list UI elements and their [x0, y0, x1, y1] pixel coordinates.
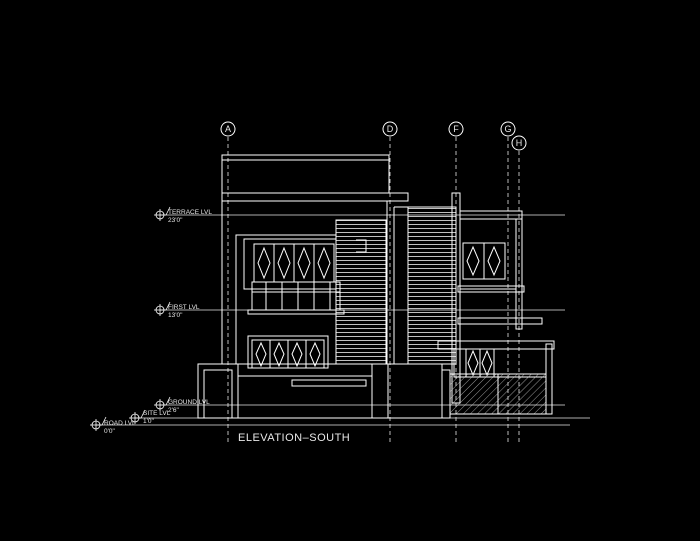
level-marker-first: [154, 301, 171, 316]
grid-bubble-a: [220, 121, 236, 137]
grid-bubble-h: [511, 135, 527, 151]
level-markers: [90, 206, 171, 431]
grid-bubbles: [220, 121, 527, 151]
grid-label-d: D: [387, 124, 394, 134]
grid-bubble-f: [448, 121, 464, 137]
level-name-road: ROAD LVL: [104, 420, 136, 427]
drawing-title: ELEVATION–SOUTH: [238, 432, 350, 444]
level-marker-terrace: [154, 206, 171, 221]
level-marker-site: [129, 409, 146, 424]
level-marker-road: [90, 416, 107, 431]
grid-bubble-g: [500, 121, 516, 137]
level-name-ground: GROUND LVL: [168, 399, 210, 406]
level-value-ground: 2'6": [168, 407, 179, 414]
level-value-terrace: 23'0": [168, 217, 183, 224]
level-name-first: FIRST LVL: [168, 304, 200, 311]
grid-bubble-d: [382, 121, 398, 137]
grid-label-a: A: [225, 124, 231, 134]
grid-label-g: G: [504, 124, 511, 134]
grid-label-h: H: [516, 138, 523, 148]
level-value-road: 0'0": [104, 428, 115, 435]
grid-label-f: F: [453, 124, 459, 134]
level-value-site: 1'0": [143, 418, 154, 425]
building: [197, 154, 555, 419]
level-name-site: SITE LVL: [143, 410, 171, 417]
level-name-terrace: TERRACE LVL: [168, 209, 212, 216]
level-marker-ground: [154, 396, 171, 411]
level-value-first: 13'0": [168, 312, 183, 319]
